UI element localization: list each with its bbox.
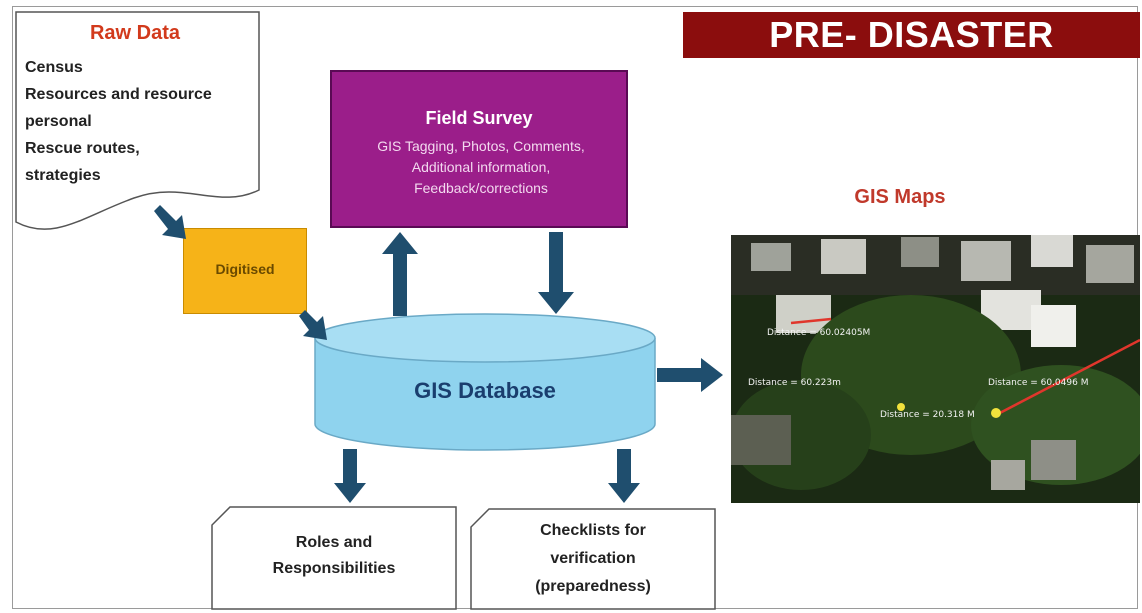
raw-data-item: personal <box>25 113 92 130</box>
roles-line: Roles and <box>295 534 373 551</box>
arrow-digitised-to-database <box>299 310 327 340</box>
field-survey-title: Field Survey <box>425 108 533 128</box>
arrow-database-to-roles <box>334 449 366 503</box>
field-survey-line: Feedback/corrections <box>414 180 548 196</box>
pre-disaster-banner: PRE- DISASTER <box>683 12 1140 58</box>
raw-data-item: Census <box>25 59 83 76</box>
roles-box <box>211 506 457 610</box>
field-survey-description: GIS Tagging, Photos, Comments, Additiona… <box>346 136 616 199</box>
roles-label: Roles and Responsibilities <box>212 530 456 582</box>
map-measurement: Distance = 20.318 M <box>880 410 975 420</box>
arrow-database-to-field-survey <box>382 232 418 316</box>
digitised-label: Digitised <box>215 261 275 277</box>
map-measurement: Distance = 60.223m <box>748 378 841 388</box>
raw-data-item: Resources and resource <box>25 86 212 103</box>
field-survey-box: Field Survey GIS Tagging, Photos, Commen… <box>330 70 628 228</box>
field-survey-line: GIS Tagging, Photos, Comments, <box>377 138 585 154</box>
map-measurement: Distance = 60.0496 M <box>988 378 1089 388</box>
raw-data-item: Rescue routes, <box>25 140 140 157</box>
arrow-field-survey-to-database <box>538 232 574 314</box>
arrow-database-to-checklists <box>608 449 640 503</box>
raw-data-document <box>15 11 260 230</box>
gis-map-image <box>731 235 1140 503</box>
raw-data-title: Raw Data <box>89 22 181 44</box>
checklists-line: (preparedness) <box>535 578 651 595</box>
digitised-scroll: Digitised <box>183 228 307 314</box>
gis-database-cylinder <box>314 313 656 451</box>
checklists-line: Checklists for <box>540 522 646 539</box>
checklists-line: verification <box>550 550 636 567</box>
gis-database-label: GIS Database <box>414 378 556 403</box>
arrow-rawdata-to-digitised <box>154 205 186 239</box>
field-survey-line: Additional information, <box>411 159 551 175</box>
checklists-label: Checklists for verification (preparednes… <box>471 517 715 601</box>
map-measurement: Distance = 60.02405M <box>767 328 871 338</box>
checklists-box <box>470 508 716 610</box>
raw-data-list: Census Resources and resource personal R… <box>25 54 255 189</box>
gis-maps-title: GIS Maps <box>854 186 946 208</box>
roles-line: Responsibilities <box>272 560 396 577</box>
raw-data-item: strategies <box>25 167 101 184</box>
arrow-database-to-gis-maps <box>657 358 723 392</box>
